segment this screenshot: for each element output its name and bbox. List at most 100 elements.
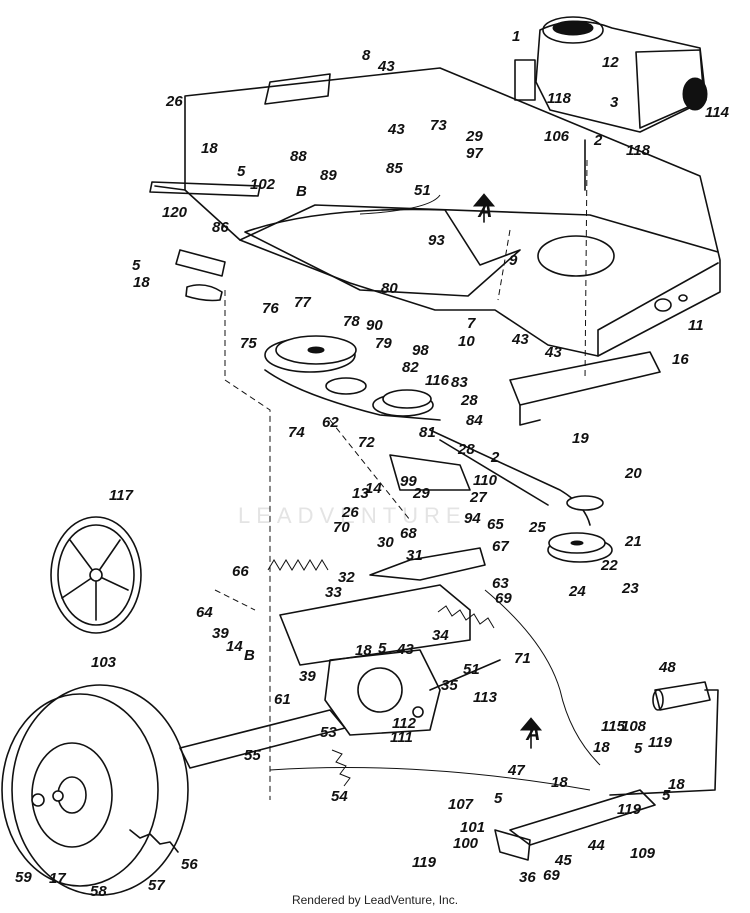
arrows — [472, 193, 543, 749]
engine-assembly — [514, 16, 708, 191]
part-callout: 98 — [412, 342, 429, 359]
part-callout: 28 — [460, 392, 478, 409]
part-callout: 94 — [464, 510, 481, 527]
part-callout: 18 — [593, 739, 610, 756]
part-callout: 19 — [572, 430, 589, 447]
part-callout: 26 — [165, 93, 183, 110]
part-callout: 81 — [419, 424, 436, 441]
part-callout: 118 — [626, 142, 651, 159]
part-callout: 18 — [355, 642, 372, 659]
part-callout: 107 — [448, 796, 474, 813]
part-callout: 75 — [240, 335, 257, 352]
part-callout: 100 — [453, 835, 479, 852]
part-callout: 118 — [547, 90, 572, 107]
part-callout: 39 — [299, 668, 316, 685]
part-callout: 119 — [412, 854, 437, 871]
part-callout: 30 — [377, 534, 394, 551]
bracket-assembly — [279, 351, 661, 666]
part-callout: 59 — [15, 869, 32, 886]
part-callout: 16 — [672, 351, 689, 368]
part-callout: 54 — [331, 788, 348, 805]
part-callout: 61 — [274, 691, 291, 708]
part-callout: 56 — [181, 856, 198, 873]
part-callout: 33 — [325, 584, 342, 601]
part-callout: 114 — [705, 104, 730, 121]
part-callout: 112 — [392, 715, 417, 732]
alignment-lines — [214, 159, 588, 800]
part-callout: 109 — [630, 845, 656, 862]
part-callout: 36 — [519, 869, 536, 886]
part-callout: 43 — [511, 331, 529, 348]
frame-assembly — [149, 67, 721, 357]
part-callout: B — [244, 647, 255, 664]
part-callout: 27 — [469, 489, 487, 506]
part-callout: 77 — [294, 294, 311, 311]
part-callout: 48 — [658, 659, 676, 676]
part-callout: 99 — [400, 473, 417, 490]
part-callout: 20 — [624, 465, 642, 482]
part-callout: 55 — [244, 747, 261, 764]
pedal-linkage — [269, 194, 719, 861]
part-callout: 69 — [543, 867, 560, 884]
part-callout: 47 — [507, 762, 525, 779]
part-callout: 2 — [490, 449, 500, 466]
part-callout: 24 — [568, 583, 586, 600]
part-callout: 5 — [634, 740, 643, 757]
part-callout: 5 — [132, 257, 141, 274]
part-callout: 115 — [601, 718, 626, 735]
part-callout: 18 — [201, 140, 218, 157]
part-callout: 108 — [621, 718, 647, 735]
transaxle-assembly — [179, 649, 501, 769]
part-callout: 79 — [375, 335, 392, 352]
part-callout: 120 — [162, 204, 188, 221]
part-callout: 23 — [621, 580, 639, 597]
part-callout: 53 — [320, 724, 337, 741]
part-callout: 43 — [387, 121, 405, 138]
part-callout: 12 — [602, 54, 619, 71]
springs — [267, 559, 495, 787]
part-callout: 69 — [495, 590, 512, 607]
part-callout: 14 — [226, 638, 243, 655]
part-callout: 18 — [133, 274, 150, 291]
part-callout: 110 — [473, 472, 498, 489]
part-callout: 70 — [333, 519, 350, 536]
part-callout: 44 — [587, 837, 605, 854]
part-callout: 67 — [492, 538, 509, 555]
rear-wheel — [1, 684, 189, 896]
part-callout: 21 — [624, 533, 642, 550]
part-callout: 18 — [551, 774, 568, 791]
part-callout: 113 — [473, 689, 498, 706]
part-callout: 102 — [250, 176, 276, 193]
part-callout: 86 — [212, 219, 229, 236]
part-callout: 106 — [544, 128, 570, 145]
part-callout: 32 — [338, 569, 355, 586]
part-callout: 62 — [322, 414, 339, 431]
part-callout: 7 — [467, 315, 476, 332]
part-callout: 17 — [49, 870, 66, 887]
part-callout: 57 — [148, 877, 165, 894]
part-callout: 11 — [688, 317, 704, 334]
part-callout: 26 — [341, 504, 359, 521]
part-callout: 119 — [617, 801, 642, 818]
part-callout: 64 — [196, 604, 213, 621]
part-callout: 84 — [466, 412, 483, 429]
part-callout: 82 — [402, 359, 419, 376]
part-callout: A — [477, 200, 492, 222]
part-callout: 71 — [514, 650, 531, 667]
part-callout: 117 — [109, 487, 134, 504]
part-callout: 5 — [237, 163, 246, 180]
part-callout: 51 — [463, 661, 480, 678]
part-callout: 25 — [528, 519, 546, 536]
part-callout: A — [525, 723, 540, 745]
part-callout: 45 — [554, 852, 572, 869]
part-callout: 39 — [212, 625, 229, 642]
part-callout: 10 — [458, 333, 475, 350]
part-callout: 31 — [406, 547, 423, 564]
part-callout: 85 — [386, 160, 403, 177]
part-callout: 119 — [648, 734, 673, 751]
hubcap — [50, 516, 142, 634]
part-callout: 18 — [668, 776, 685, 793]
part-callout: 1 — [512, 28, 520, 45]
part-callout: 88 — [290, 148, 307, 165]
